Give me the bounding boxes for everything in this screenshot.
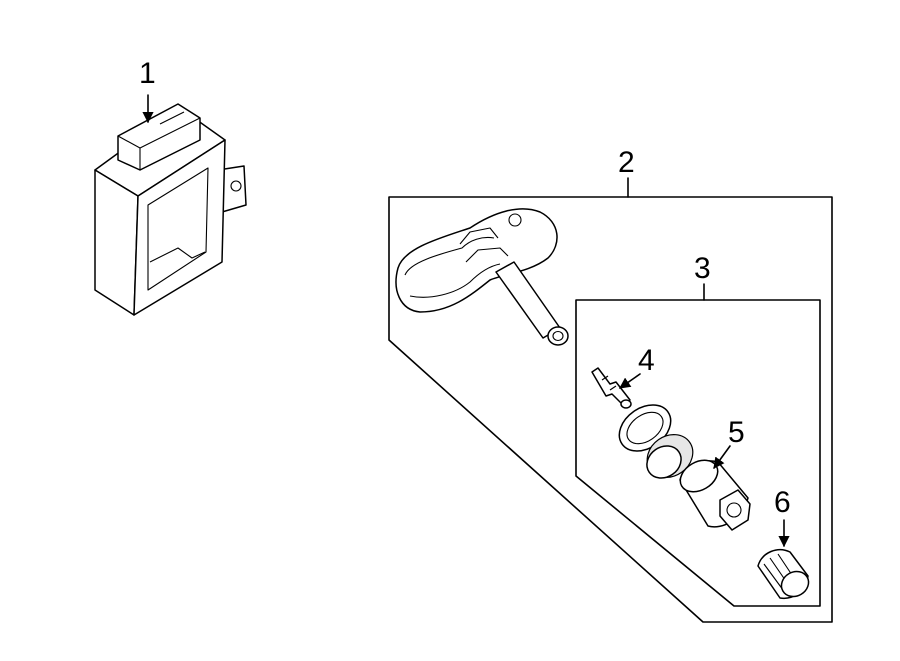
grommet-part[interactable] xyxy=(639,426,701,486)
callout-2-label: 2 xyxy=(618,146,635,179)
callout-1-label: 1 xyxy=(139,57,156,90)
callout-5-label: 5 xyxy=(728,416,745,449)
kit-3-frame xyxy=(575,299,821,607)
callout-4-leader xyxy=(619,373,641,389)
callout-3-label: 3 xyxy=(694,252,711,285)
tpms-sensor-part[interactable] xyxy=(395,208,569,346)
kit-2-frame xyxy=(388,196,833,623)
nut-part[interactable] xyxy=(675,454,751,531)
callout-6-label: 6 xyxy=(774,486,791,519)
callout-5-leader xyxy=(713,445,731,469)
valve-core-part[interactable] xyxy=(591,367,632,409)
valve-cap-part[interactable] xyxy=(757,548,813,602)
callout-4-label: 4 xyxy=(638,344,655,377)
control-module-part[interactable] xyxy=(94,103,247,316)
